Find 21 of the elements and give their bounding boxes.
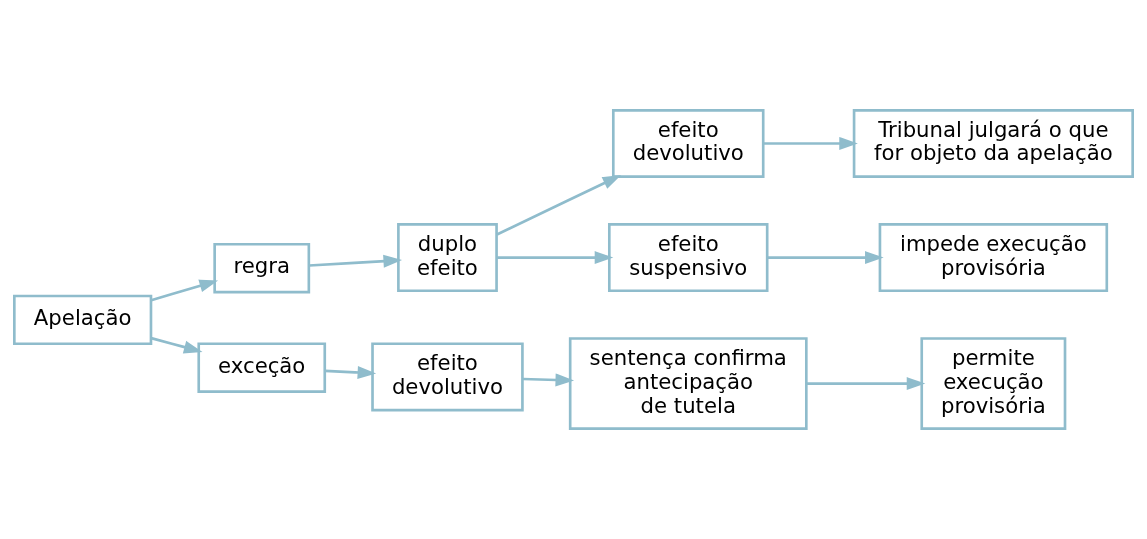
arrow xyxy=(763,136,858,150)
node-box: impede execução provisória xyxy=(878,223,1109,293)
node-box: Tribunal julgará o que for objeto da apelação xyxy=(852,109,1134,178)
node-box: efeito suspensivo xyxy=(608,223,769,293)
arrow xyxy=(522,373,575,387)
node-box: exceção xyxy=(197,342,327,393)
node-box: duplo efeito xyxy=(397,223,498,293)
node-box: efeito devolutivo xyxy=(371,342,524,412)
arrow xyxy=(806,377,926,391)
arrow xyxy=(324,365,377,379)
arrow xyxy=(150,336,203,354)
node-box: efeito devolutivo xyxy=(611,109,765,178)
arrow xyxy=(496,174,622,236)
arrow xyxy=(309,254,403,268)
node-box: Apelação xyxy=(13,294,153,346)
arrow xyxy=(497,251,614,265)
node-box: sentença confirma antecipação de tutela xyxy=(568,337,808,430)
arrow xyxy=(150,279,219,302)
node-box: permite execução provisória xyxy=(920,337,1067,430)
arrow xyxy=(767,251,884,265)
node-box: regra xyxy=(213,242,311,294)
